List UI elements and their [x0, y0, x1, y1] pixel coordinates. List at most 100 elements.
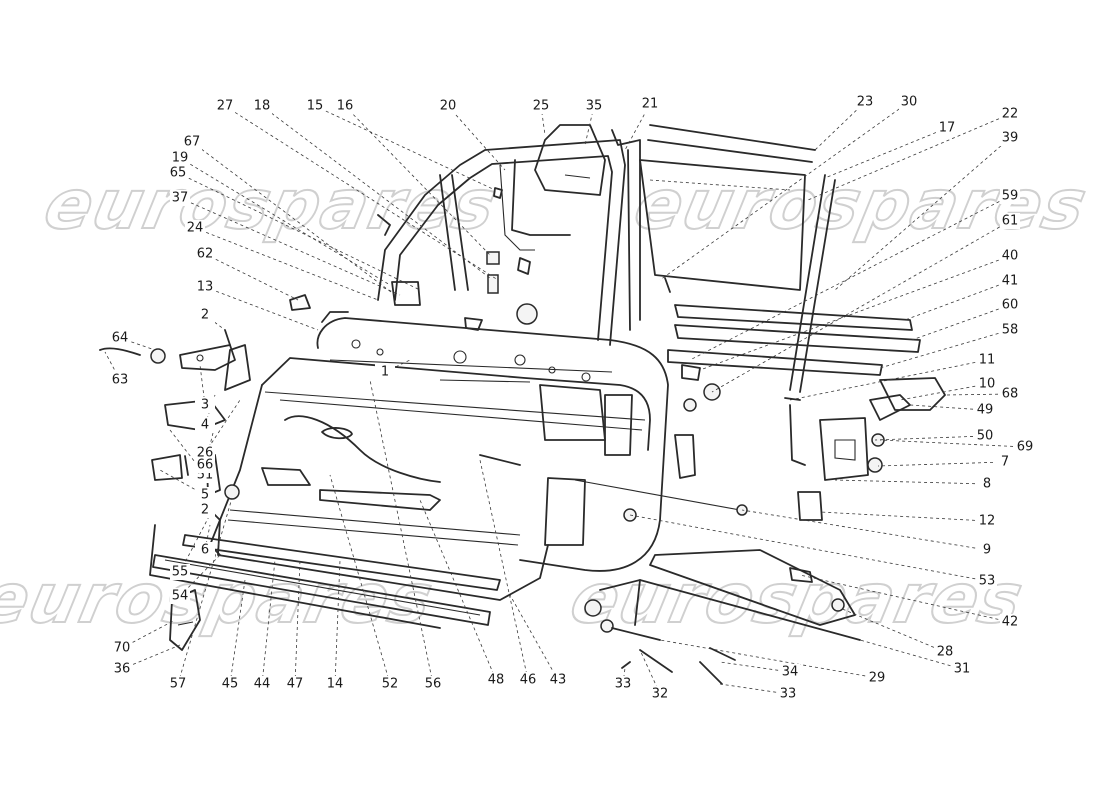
- window-glass: [639, 124, 836, 393]
- watermark-bottom-left: eurospares: [0, 560, 441, 639]
- callout-bg-2: [195, 307, 215, 323]
- leader-line-41: [904, 280, 1011, 321]
- callout-bg-14: [325, 676, 345, 692]
- outer-handle: [169, 589, 201, 651]
- callout-18: 18: [254, 99, 271, 114]
- leader-line-65: [177, 172, 421, 291]
- leader-line-7: [877, 461, 1006, 467]
- callout-36: 36: [114, 662, 131, 677]
- leader-line-24: [194, 227, 379, 301]
- callout-bg-70: [112, 640, 132, 656]
- callout-1: 1: [381, 365, 389, 380]
- watermark-top-right: eurospares: [628, 166, 1095, 245]
- callout-60: 60: [1002, 298, 1019, 313]
- callout-bg-5: [195, 487, 215, 503]
- callout-6: 6: [201, 543, 209, 558]
- lever-assembly: [584, 549, 861, 685]
- leader-line-19: [179, 157, 391, 286]
- callout-17: 17: [939, 121, 956, 136]
- callout-26: 26: [197, 446, 214, 461]
- callout-28: 28: [937, 645, 954, 660]
- leader-line-33: [719, 683, 789, 695]
- callout-53: 53: [979, 574, 996, 589]
- leader-line-67: [191, 141, 396, 296]
- callout-bg-20: [438, 98, 458, 114]
- callout-bg-39: [1000, 130, 1020, 146]
- callout-42: 42: [1002, 615, 1019, 630]
- door-sills: [149, 524, 501, 629]
- leader-line-48: [419, 499, 497, 681]
- callout-49: 49: [977, 403, 994, 418]
- callout-bg-37: [170, 190, 190, 206]
- callout-12: 12: [979, 514, 996, 529]
- leader-line-60: [911, 304, 1011, 341]
- callout-bg-15: [305, 98, 325, 114]
- leader-line-52: [329, 474, 391, 685]
- callout-bg-9: [977, 542, 997, 558]
- callout-bg-47: [285, 676, 305, 692]
- callout-bg-54: [170, 588, 190, 604]
- callout-bg-4: [195, 417, 215, 433]
- leader-line-58: [879, 329, 1011, 369]
- callout-bg-7: [995, 454, 1015, 470]
- leader-line-36: [121, 644, 181, 670]
- callout-57: 57: [170, 677, 187, 692]
- callout-37: 37: [172, 191, 189, 206]
- callout-33: 33: [780, 687, 797, 702]
- callout-21: 21: [642, 97, 659, 112]
- callout-59: 59: [1002, 189, 1019, 204]
- callout-50: 50: [977, 429, 994, 444]
- leader-line-34: [719, 661, 791, 673]
- callout-bg-59: [1000, 188, 1020, 204]
- callout-bg-24: [185, 220, 205, 236]
- callout-bg-55: [170, 564, 190, 580]
- callout-bg-43: [548, 672, 568, 688]
- callout-46: 46: [520, 673, 537, 688]
- leader-line-28: [839, 607, 946, 653]
- callout-29: 29: [869, 671, 886, 686]
- callout-bg-50: [975, 428, 995, 444]
- leader-line-29: [659, 639, 878, 679]
- leader-line-37: [179, 197, 401, 296]
- leader-line-62: [204, 253, 299, 301]
- callout-bg-28: [935, 644, 955, 660]
- callout-15: 15: [307, 99, 324, 114]
- callout-bg-17: [937, 120, 957, 136]
- callout-bg-49: [975, 402, 995, 418]
- window-channels: [667, 304, 921, 376]
- callout-35: 35: [586, 99, 603, 114]
- callout-22: 22: [1002, 107, 1019, 122]
- callout-bg-11: [977, 352, 997, 368]
- callout-bg-10: [977, 376, 997, 392]
- leader-line-26: [204, 399, 241, 454]
- callout-bg-27: [215, 98, 235, 114]
- leader-line-20: [447, 105, 506, 171]
- leader-line-68: [944, 393, 1011, 396]
- callout-bg-67: [182, 134, 202, 150]
- leader-line-49: [909, 404, 986, 411]
- callout-bg-41: [1000, 273, 1020, 289]
- callout-68: 68: [1002, 387, 1019, 402]
- callout-bg-19: [170, 150, 190, 166]
- callout-bg-29: [867, 670, 887, 686]
- hinge-assembly: [99, 214, 483, 556]
- callout-bg-61: [1000, 213, 1020, 229]
- leader-line-14: [334, 559, 341, 685]
- callout-bg-3: [195, 397, 215, 413]
- leader-line-44: [261, 559, 276, 685]
- leader-line-22: [807, 113, 1011, 201]
- callout-69: 69: [1017, 440, 1034, 455]
- door-trim-panel: [217, 357, 651, 601]
- callout-34: 34: [782, 665, 799, 680]
- callout-bg-52: [380, 676, 400, 692]
- callout-31: 31: [954, 662, 971, 677]
- leader-line-61: [711, 220, 1011, 393]
- callout-bg-42: [1000, 614, 1020, 630]
- callout-66: 66: [197, 458, 214, 473]
- callout-bg-36: [112, 661, 132, 677]
- callout-52: 52: [382, 677, 399, 692]
- callout-11: 11: [979, 353, 996, 368]
- leader-line-50: [874, 435, 986, 441]
